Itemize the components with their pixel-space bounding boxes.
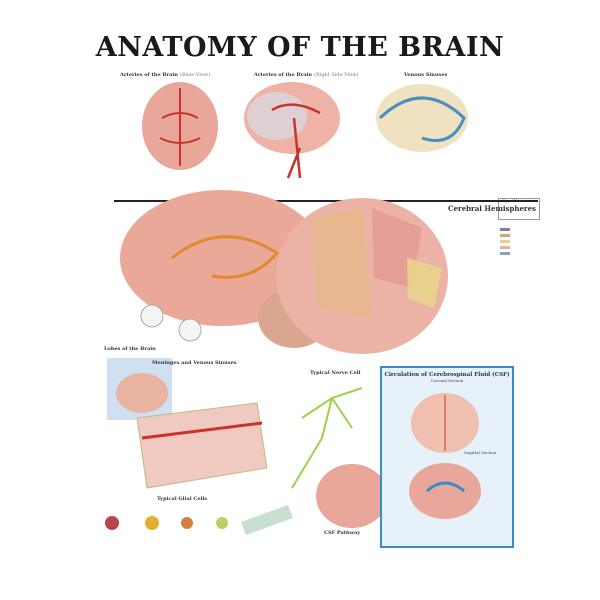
coronal-section-label: Coronal Section [430, 378, 464, 383]
legend-swatch [500, 252, 510, 255]
nerve-cell [291, 387, 363, 489]
heading-glial-cells: Typical Glial Cells [157, 496, 208, 502]
legend-swatch [500, 240, 510, 243]
legend-swatch [500, 234, 510, 237]
arteries-side [271, 103, 321, 179]
meninges-block [136, 402, 268, 489]
glial-cell [105, 516, 119, 530]
ventricle [426, 481, 465, 493]
frontal-lobe-region [312, 208, 372, 318]
arteries-base [159, 88, 201, 166]
heading-sub: (Right Side View) [314, 72, 359, 78]
anatomy-poster: ANATOMY OF THE BRAIN Arteries of the Bra… [62, 18, 540, 580]
corpus-callosum [171, 235, 280, 279]
csf-panel: Circulation of Cerebrospinal Fluid (CSF)… [380, 366, 514, 548]
csf-illustrations [409, 393, 481, 519]
hemisphere-legend [500, 228, 510, 258]
venous-sinus [141, 421, 263, 440]
skull-overlay [247, 92, 307, 140]
legend-swatch [500, 228, 510, 231]
glial-cell [181, 517, 193, 529]
heading-meninges: Meninges and Venous Sinuses [152, 360, 237, 366]
heading-lobes: Lobes of the Brain [104, 346, 156, 352]
csf-pathway-brain [316, 464, 388, 528]
sagittal-section-label: Sagittal Section [464, 450, 497, 455]
glial-cell [145, 516, 159, 530]
heading-nerve-cell: Typical Nerve Cell [310, 370, 361, 376]
heading-text: Arteries of the Brain [254, 72, 313, 78]
eye-left [140, 304, 164, 328]
illustrations [105, 82, 468, 536]
sagittal-brain [409, 463, 481, 519]
lobes-brain [116, 373, 168, 413]
divider [114, 200, 538, 202]
eye-right [178, 318, 202, 342]
venous-sinus-vessels [378, 96, 466, 142]
poster-title: ANATOMY OF THE BRAIN [95, 32, 505, 63]
brain-medial-view [120, 190, 324, 326]
myelin-sheath [241, 504, 293, 536]
skull-venous [376, 84, 468, 152]
heading-text: Arteries of the Brain [120, 72, 179, 78]
csf-title: Circulation of Cerebrospinal Fluid (CSF) [384, 372, 510, 378]
heading-arteries-side: Arteries of the Brain(Right Side View) [254, 72, 358, 78]
heading-sub: (Base View) [180, 72, 211, 78]
heading-arteries-base: Arteries of the Brain(Base View) [120, 72, 210, 78]
heading-venous-sinuses: Venous Sinuses [404, 72, 448, 78]
heading-csf-pathway: CSF Pathway [324, 530, 361, 536]
heading-cerebral-hemispheres: Cerebral Hemispheres [448, 204, 536, 213]
glial-cell [216, 517, 228, 529]
occipital-lobe-region [407, 258, 442, 308]
legend-swatch [500, 246, 510, 249]
